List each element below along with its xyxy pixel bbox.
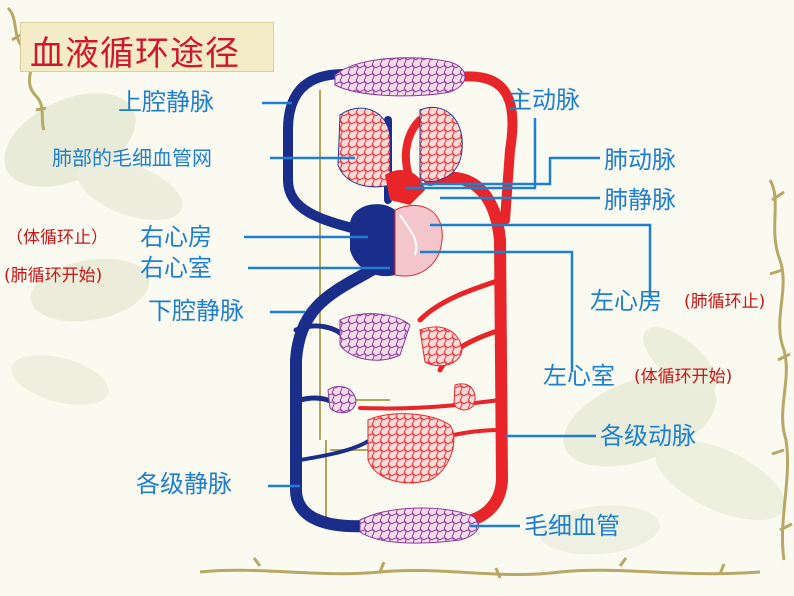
label-right-ventricle: 右心室 [140, 254, 212, 282]
label-left-atrium: 左心房 [590, 287, 662, 315]
title-box [20, 22, 274, 72]
upper-body-capillaries [334, 57, 466, 97]
spleen-capillaries [453, 383, 476, 411]
label-pulmonary-artery: 肺动脉 [604, 146, 676, 174]
left-lung-capillaries [337, 107, 391, 188]
note-right-ventricle: (肺循环开始) [4, 266, 103, 286]
kidney-capillaries [327, 386, 357, 414]
page-title: 血液循环途径 [30, 34, 240, 74]
stomach-capillaries [419, 326, 463, 367]
note-left-atrium: (肺循环止) [684, 292, 766, 312]
label-pulmonary-vein: 肺静脉 [604, 186, 676, 214]
vine-bottom [199, 557, 761, 579]
lower-body-capillaries [359, 507, 480, 544]
label-capillaries: 毛细血管 [524, 512, 620, 540]
label-left-ventricle: 左心室 [543, 362, 615, 390]
right-lung-capillaries [419, 106, 463, 182]
label-veins: 各级静脉 [136, 470, 232, 498]
intestine-capillaries [367, 413, 455, 484]
note-left-ventricle: (体循环开始) [634, 367, 733, 387]
leaf-decoration [4, 93, 785, 555]
label-right-atrium: 右心房 [140, 223, 212, 251]
liver-capillaries [339, 313, 411, 361]
vine-right [768, 179, 793, 561]
label-inferior-vena-cava: 下腔静脉 [148, 297, 244, 325]
leader-lines [244, 101, 652, 528]
note-right-atrium: （体循环止） [6, 228, 108, 248]
label-superior-vena-cava: 上腔静脉 [118, 88, 214, 116]
label-arteries: 各级动脉 [600, 422, 696, 450]
heart [350, 170, 443, 277]
label-aorta: 主动脉 [508, 86, 580, 114]
label-lung-capillaries: 肺部的毛细血管网 [52, 146, 212, 170]
